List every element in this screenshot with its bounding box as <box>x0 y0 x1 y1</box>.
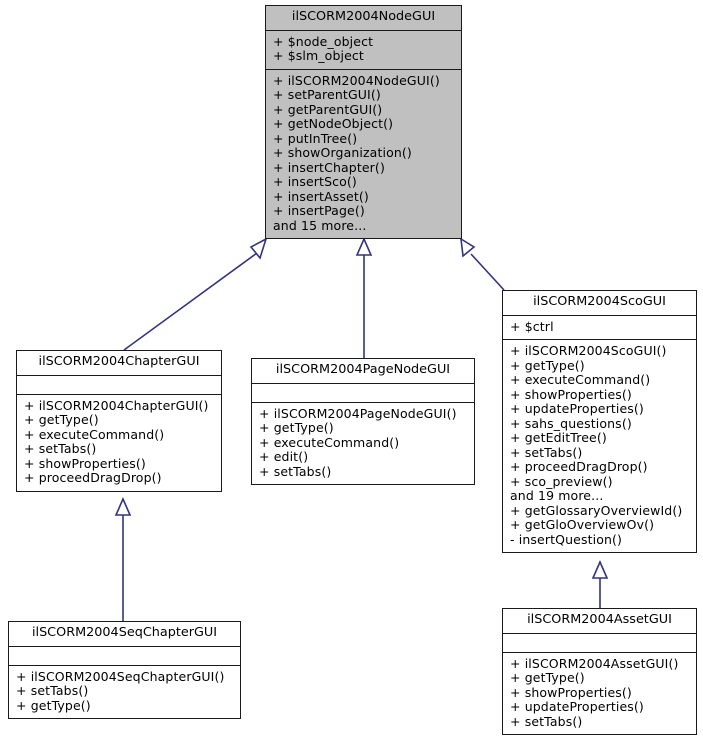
operation-row-more: and 19 more... <box>510 488 604 504</box>
class-operations-page-node-gui: + ilSCORM2004PageNodeGUI() + getType() +… <box>252 403 474 485</box>
operation-row: + ilSCORM2004NodeGUI() <box>273 72 440 88</box>
operation-row: + setTabs() <box>510 713 583 729</box>
class-title-node-gui: ilSCORM2004NodeGUI <box>266 6 461 31</box>
class-attributes-sco-gui: + $ctrl <box>503 316 696 341</box>
attribute-row: + $node_object <box>273 33 374 49</box>
class-title-sco-gui: ilSCORM2004ScoGUI <box>503 291 696 316</box>
operation-row: + executeCommand() <box>510 372 651 388</box>
operation-row: + showProperties() <box>24 455 146 471</box>
class-box-page-node-gui[interactable]: ilSCORM2004PageNodeGUI + ilSCORM2004Page… <box>251 358 475 486</box>
operation-row: + executeCommand() <box>259 434 400 450</box>
operation-row: + ilSCORM2004ScoGUI() <box>510 343 667 359</box>
operation-row: + getGloOverviewOv() <box>510 517 655 533</box>
operation-row: + setTabs() <box>24 441 97 457</box>
edge-sco-to-node <box>460 237 505 291</box>
operation-row: + getType() <box>24 412 99 428</box>
operation-row: + sahs_questions() <box>510 415 632 431</box>
operation-row: + getGlossaryOverviewId() <box>510 502 683 518</box>
attribute-row: + $slm_object <box>273 48 364 64</box>
operation-row: + setTabs() <box>259 463 332 479</box>
operation-row: + setTabs() <box>510 444 583 460</box>
operation-row: + getType() <box>510 357 585 373</box>
class-attributes-page-node-gui <box>252 384 474 403</box>
class-title-asset-gui: ilSCORM2004AssetGUI <box>503 609 696 634</box>
operation-row: + getType() <box>259 420 334 436</box>
operation-row: + insertSco() <box>273 174 357 190</box>
class-operations-chapter-gui: + ilSCORM2004ChapterGUI() + getType() + … <box>17 395 221 491</box>
operation-row: + updateProperties() <box>510 401 644 417</box>
class-box-chapter-gui[interactable]: ilSCORM2004ChapterGUI + ilSCORM2004Chapt… <box>16 350 222 492</box>
operation-row: + sco_preview() <box>510 473 613 489</box>
operation-row: + edit() <box>259 449 309 465</box>
operation-row: + insertPage() <box>273 203 365 219</box>
class-box-seq-chapter-gui[interactable]: ilSCORM2004SeqChapterGUI + ilSCORM2004Se… <box>8 621 241 720</box>
operation-row: + proceedDragDrop() <box>510 459 648 475</box>
operation-row: + getParentGUI() <box>273 101 383 117</box>
operation-row: + getNodeObject() <box>273 116 394 132</box>
edge-chapter-to-node <box>123 237 268 351</box>
edge-pagenode-to-node <box>355 237 373 358</box>
operation-row: + updateProperties() <box>510 699 644 715</box>
operation-row: + getEditTree() <box>510 430 607 446</box>
operation-row: + getType() <box>510 670 585 686</box>
operation-row-more: and 15 more... <box>273 217 367 233</box>
operation-row: + showProperties() <box>510 386 632 402</box>
operation-row: + ilSCORM2004ChapterGUI() <box>24 397 209 413</box>
class-operations-node-gui: + ilSCORM2004NodeGUI() + setParentGUI() … <box>266 70 461 239</box>
edge-seqchapter-to-chapter <box>114 497 132 621</box>
operation-row: + getType() <box>16 697 91 713</box>
attribute-row: + $ctrl <box>510 318 554 334</box>
operation-row: + setTabs() <box>16 683 89 699</box>
operation-row: + showProperties() <box>510 684 632 700</box>
class-operations-sco-gui: + ilSCORM2004ScoGUI() + getType() + exec… <box>503 340 696 552</box>
class-attributes-node-gui: + $node_object + $slm_object <box>266 31 461 70</box>
class-title-seq-chapter-gui: ilSCORM2004SeqChapterGUI <box>9 622 240 647</box>
class-attributes-asset-gui <box>503 634 696 653</box>
operation-row: + insertAsset() <box>273 188 369 204</box>
operation-row: + ilSCORM2004AssetGUI() <box>510 655 679 671</box>
class-box-asset-gui[interactable]: ilSCORM2004AssetGUI + ilSCORM2004AssetGU… <box>502 608 697 736</box>
class-box-node-gui[interactable]: ilSCORM2004NodeGUI + $node_object + $slm… <box>265 5 462 240</box>
operation-row: + showOrganization() <box>273 145 412 161</box>
operation-row: + executeCommand() <box>24 426 165 442</box>
operation-row: + setParentGUI() <box>273 87 381 103</box>
class-box-sco-gui[interactable]: ilSCORM2004ScoGUI + $ctrl + ilSCORM2004S… <box>502 290 697 554</box>
class-operations-asset-gui: + ilSCORM2004AssetGUI() + getType() + sh… <box>503 653 696 735</box>
operation-row: + ilSCORM2004SeqChapterGUI() <box>16 668 225 684</box>
class-operations-seq-chapter-gui: + ilSCORM2004SeqChapterGUI() + setTabs()… <box>9 666 240 719</box>
operation-row: + proceedDragDrop() <box>24 470 162 486</box>
class-title-page-node-gui: ilSCORM2004PageNodeGUI <box>252 359 474 384</box>
class-title-chapter-gui: ilSCORM2004ChapterGUI <box>17 351 221 376</box>
class-attributes-seq-chapter-gui <box>9 647 240 666</box>
operation-row: + putInTree() <box>273 130 358 146</box>
operation-row: - insertQuestion() <box>510 531 623 547</box>
edge-asset-to-sco <box>591 560 609 608</box>
class-attributes-chapter-gui <box>17 376 221 395</box>
operation-row: + insertChapter() <box>273 159 385 175</box>
operation-row: + ilSCORM2004PageNodeGUI() <box>259 405 457 421</box>
